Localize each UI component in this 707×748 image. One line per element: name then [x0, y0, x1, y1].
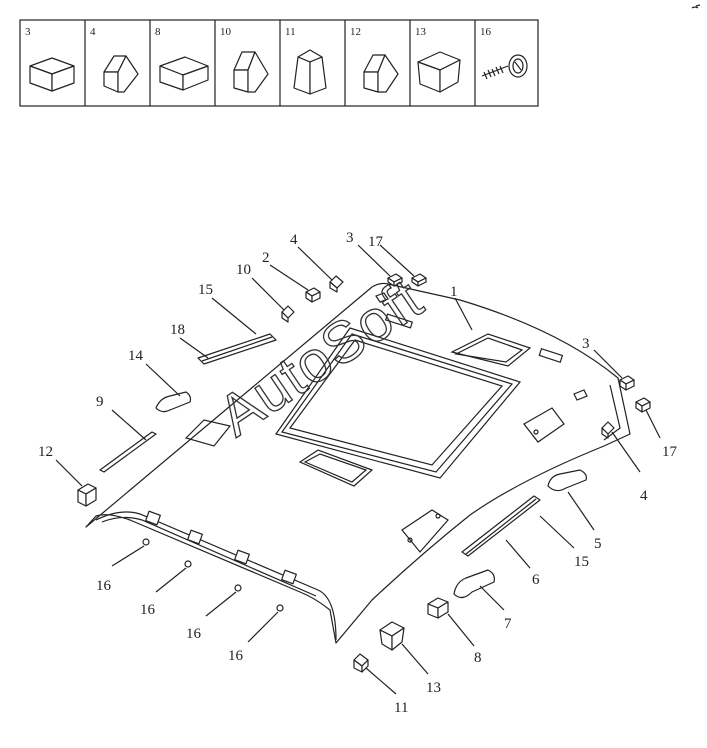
corner-mark [691, 4, 701, 9]
strip-6-detail [465, 498, 537, 555]
trim-strip-9 [99, 431, 157, 473]
callout-17: 17 [368, 234, 384, 250]
flat-block-icon [159, 56, 209, 91]
strip-18-detail [201, 336, 273, 362]
callout-15: 15 [574, 554, 589, 570]
callout-5: 5 [594, 536, 602, 552]
clip-13 [379, 621, 405, 651]
clip-17-top [411, 273, 427, 287]
rounded-block-icon [417, 51, 461, 93]
callout-7: 7 [504, 616, 512, 632]
callout-9: 9 [96, 394, 104, 410]
screw-icon [481, 54, 528, 80]
tall-block-icon [293, 49, 327, 95]
callout-12: 12 [38, 444, 53, 460]
grab-handle-14 [155, 391, 192, 413]
clip-3-top [387, 273, 403, 287]
callout-10: 10 [236, 262, 251, 278]
clip-4-top [329, 275, 344, 293]
callout-15: 15 [198, 282, 213, 298]
stud-16 [234, 584, 242, 592]
legend-num-4: 4 [90, 26, 96, 38]
callout-13: 13 [426, 680, 441, 696]
stud-16 [142, 538, 150, 546]
callout-2: 2 [262, 250, 270, 266]
callout-18: 18 [170, 322, 185, 338]
callout-16: 16 [96, 578, 112, 594]
callout-6: 6 [532, 572, 540, 588]
wedge-clip-icon [103, 55, 139, 93]
clip-4-right [601, 421, 615, 439]
clip-12 [77, 483, 97, 507]
callout-1: 1 [450, 284, 458, 300]
callout-3: 3 [346, 230, 354, 246]
clip-10 [281, 305, 295, 323]
legend-num-11: 11 [285, 26, 296, 38]
clip-8 [427, 597, 449, 619]
callout-4: 4 [640, 488, 648, 504]
callout-labels: 1 2 3 17 4 10 15 18 14 9 12 16 16 16 16 … [38, 230, 678, 716]
callout-16: 16 [186, 626, 202, 642]
front-clip-pads [145, 510, 297, 585]
callout-16: 16 [140, 602, 156, 618]
callout-8: 8 [474, 650, 482, 666]
clip-2 [305, 287, 321, 303]
callout-11: 11 [394, 700, 408, 716]
legend-num-12: 12 [350, 26, 361, 38]
wedge-clip-icon [363, 54, 399, 93]
fastener-legend-table: 3 4 8 10 11 12 13 16 [19, 19, 539, 107]
legend-num-10: 10 [220, 26, 232, 38]
stud-16 [184, 560, 192, 568]
legend-num-3: 3 [25, 26, 31, 38]
grab-handle-7 [453, 569, 495, 599]
callout-14: 14 [128, 348, 144, 364]
callout-3: 3 [582, 336, 590, 352]
callout-17: 17 [662, 444, 678, 460]
clip-block-icon [29, 57, 75, 92]
legend-num-8: 8 [155, 26, 161, 38]
leader-lines [55, 244, 661, 695]
wedge-clip-icon [233, 51, 269, 93]
clip-11 [353, 653, 369, 673]
clip-3-right [619, 375, 635, 391]
clip-17-right [635, 397, 651, 413]
callout-4: 4 [290, 232, 298, 248]
grab-handle-5 [547, 469, 587, 492]
legend-num-13: 13 [415, 26, 427, 38]
legend-num-16: 16 [480, 26, 492, 38]
headliner-panel [85, 282, 631, 644]
callout-16: 16 [228, 648, 244, 664]
stud-16 [276, 604, 284, 612]
